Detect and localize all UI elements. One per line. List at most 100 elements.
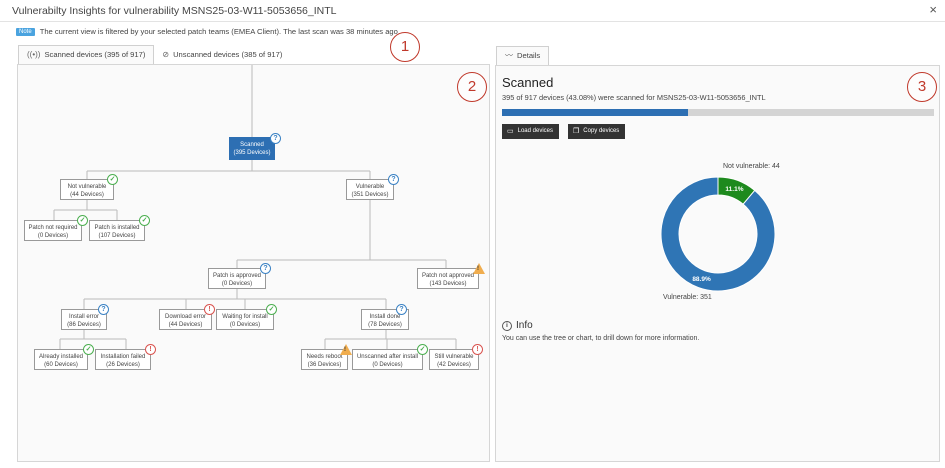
window-title: Vulnerabilty Insights for vulnerability … <box>12 5 337 17</box>
marker-3: 3 <box>907 72 937 102</box>
tab-details-label: Details <box>517 51 541 60</box>
no-signal-icon: ⊘ <box>162 50 170 59</box>
node-label: Patch is installed <box>94 225 140 231</box>
check-icon: ✓ <box>266 304 277 315</box>
node-count: (42 Devices) <box>437 362 471 368</box>
laptop-icon: ▭ <box>507 128 514 135</box>
tab-unscanned-label: Unscanned devices (385 of 917) <box>173 50 283 59</box>
info-title: Info <box>516 320 533 331</box>
details-title: Scanned <box>502 75 554 90</box>
node-label: Install done <box>369 314 401 320</box>
tree-node-still-vulnerable[interactable]: Still vulnerable (42 Devices) <box>429 349 479 370</box>
close-icon[interactable]: × <box>929 2 937 17</box>
copy-devices-label: Copy devices <box>583 128 620 134</box>
tree-node-download-error[interactable]: Download error (44 Devices) <box>159 309 212 330</box>
note-text: The current view is filtered by your sel… <box>39 27 400 36</box>
copy-icon: ❐ <box>573 128 580 135</box>
question-icon[interactable]: ? <box>270 133 281 144</box>
tree-node-already-installed[interactable]: Already installed (60 Devices) <box>34 349 88 370</box>
tree-node-patch-approved[interactable]: Patch is approved (0 Devices) <box>208 268 266 289</box>
donut-chart[interactable]: 11.1% 88.9% <box>658 174 778 294</box>
check-icon: ✓ <box>417 344 428 355</box>
load-devices-label: Load devices <box>517 128 553 134</box>
node-label: Unscanned after install <box>356 354 419 360</box>
node-count: (44 Devices) <box>168 322 203 328</box>
check-icon: ✓ <box>139 215 150 226</box>
donut-pct-label: 11.1% <box>725 186 743 193</box>
marker-1: 1 <box>390 32 420 62</box>
donut-outer-label-not-vulnerable: Not vulnerable: 44 <box>723 163 780 170</box>
question-icon[interactable]: ? <box>388 174 399 185</box>
tree-panel: Scanned (395 Devices) ? Not vulnerable (… <box>17 64 490 462</box>
tree-connectors <box>53 65 457 349</box>
node-label: Download error <box>164 314 207 320</box>
tab-scanned-label: Scanned devices (395 of 917) <box>44 50 146 59</box>
node-count: (143 Devices) <box>429 281 467 287</box>
tree-node-install-done[interactable]: Install done (78 Devices) <box>361 309 409 330</box>
load-devices-button[interactable]: ▭ Load devices <box>502 124 559 139</box>
tree-node-unscanned-after-install[interactable]: Unscanned after install (0 Devices) <box>352 349 423 370</box>
tree-node-not-vulnerable[interactable]: Not vulnerable (44 Devices) <box>60 179 114 200</box>
node-label: Install error <box>68 314 99 320</box>
node-count: (78 Devices) <box>368 322 402 328</box>
tree-node-install-error[interactable]: Install error (86 Devices) <box>61 309 107 330</box>
info-heading: i Info <box>502 320 533 331</box>
check-icon: ✓ <box>107 174 118 185</box>
tab-unscanned-devices[interactable]: ⊘ Unscanned devices (385 of 917) <box>154 45 290 65</box>
check-icon: ✓ <box>83 344 94 355</box>
tab-details[interactable]: 〰 Details <box>496 46 550 66</box>
node-count: (0 Devices) <box>37 233 69 239</box>
tree-node-vulnerable[interactable]: Vulnerable (351 Devices) <box>346 179 394 200</box>
device-tabs: ((•)) Scanned devices (395 of 917) ⊘ Uns… <box>18 45 290 65</box>
warning-mark: ! <box>344 347 346 353</box>
node-count: (26 Devices) <box>106 362 140 368</box>
node-count: (60 Devices) <box>44 362 78 368</box>
filter-note: Note The current view is filtered by you… <box>16 27 400 36</box>
question-icon[interactable]: ? <box>396 304 407 315</box>
note-badge: Note <box>16 27 35 36</box>
donut-pct-label: 88.9% <box>692 276 711 283</box>
node-label: Not vulnerable <box>67 184 107 190</box>
node-count: (36 Devices) <box>307 362 342 368</box>
node-count: (0 Devices) <box>372 362 403 368</box>
check-icon: ✓ <box>77 215 88 226</box>
info-text: You can use the tree or chart, to drill … <box>502 335 700 342</box>
node-count: (395 Devices) <box>233 150 271 156</box>
node-count: (0 Devices) <box>229 322 261 328</box>
tree-node-waiting-install[interactable]: Waiting for install (0 Devices) <box>216 309 274 330</box>
node-count: (44 Devices) <box>70 192 104 198</box>
chart-line-icon: 〰 <box>505 51 513 60</box>
tree-node-scanned[interactable]: Scanned (395 Devices) <box>229 137 275 160</box>
warning-icon: ! <box>340 344 352 355</box>
copy-devices-button[interactable]: ❐ Copy devices <box>568 124 626 139</box>
node-count: (351 Devices) <box>351 192 389 198</box>
details-panel: Scanned 395 of 917 devices (43.08%) were… <box>495 65 940 462</box>
question-icon[interactable]: ? <box>260 263 271 274</box>
tree-node-needs-reboot[interactable]: Needs reboot (36 Devices) <box>301 349 348 370</box>
warning-icon: ! <box>473 263 485 274</box>
node-label: Still vulnerable <box>434 354 474 360</box>
tree-node-patch-not-approved[interactable]: Patch not approved (143 Devices) <box>417 268 479 289</box>
donut-slice-vulnerable[interactable] <box>660 176 776 292</box>
node-label: Already installed <box>38 354 84 360</box>
node-label: Installation failed <box>100 354 146 360</box>
warning-mark: ! <box>477 266 479 272</box>
error-icon: ! <box>472 344 483 355</box>
question-icon[interactable]: ? <box>98 304 109 315</box>
details-tabs: 〰 Details <box>496 46 550 66</box>
error-icon: ! <box>145 344 156 355</box>
node-label: Patch is approved <box>212 273 262 279</box>
node-count: (0 Devices) <box>221 281 253 287</box>
node-label: Patch not approved <box>421 273 475 279</box>
tab-scanned-devices[interactable]: ((•)) Scanned devices (395 of 917) <box>18 45 155 65</box>
node-count: (107 Devices) <box>98 233 136 239</box>
radio-waves-icon: ((•)) <box>27 50 41 59</box>
tree-node-patch-installed[interactable]: Patch is installed (107 Devices) <box>89 220 145 241</box>
info-icon: i <box>502 320 512 331</box>
tree-node-install-failed[interactable]: Installation failed (26 Devices) <box>95 349 151 370</box>
tree-node-patch-not-required[interactable]: Patch not required (0 Devices) <box>24 220 82 241</box>
node-label: Vulnerable <box>355 184 385 190</box>
node-label: Needs reboot <box>306 354 343 360</box>
marker-2: 2 <box>457 72 487 102</box>
scan-progress-fill <box>502 109 689 116</box>
